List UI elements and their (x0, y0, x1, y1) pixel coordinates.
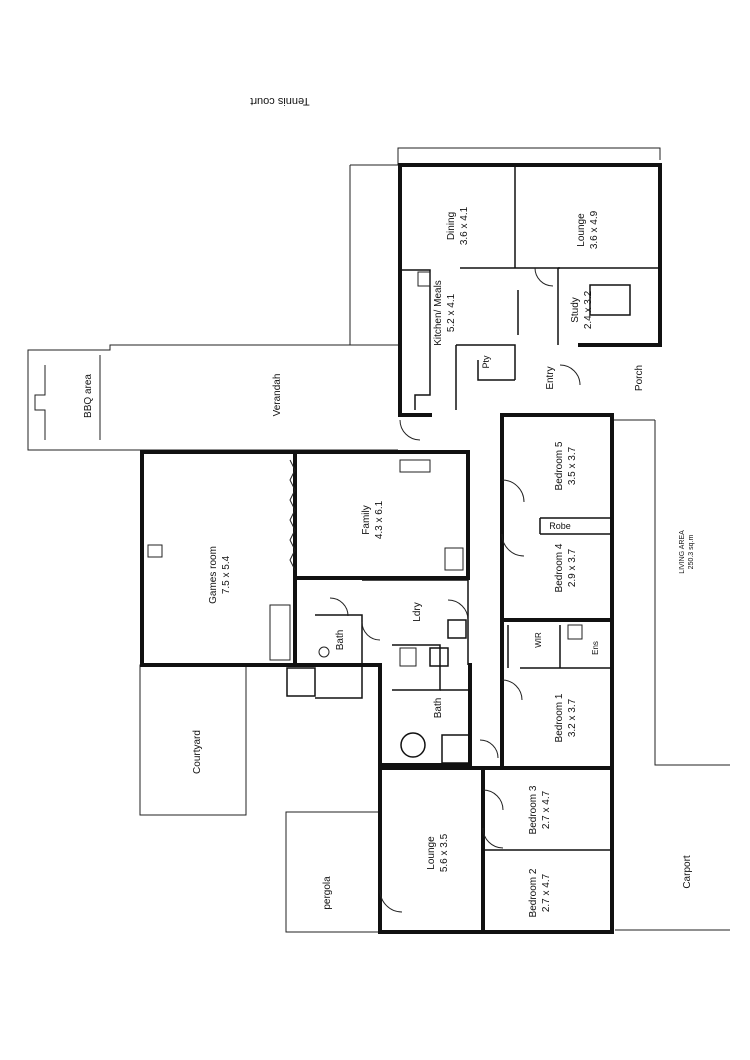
room-size: 2.7 x 4.7 (541, 873, 552, 912)
room-size: 5.6 x 3.5 (439, 833, 450, 872)
room-size: 2.9 x 3.7 (567, 548, 578, 587)
room-name: Games room (208, 546, 219, 604)
fixtures (147, 271, 583, 667)
room-name: Kitchen/ Meals (433, 280, 444, 346)
room-bedroom-3: Bedroom 3 2.7 x 4.7 (528, 785, 552, 834)
ldry-label: Ldry (412, 602, 423, 621)
room-dining: Dining 3.6 x 4.1 (446, 206, 470, 245)
room-bedroom-4: Bedroom 4 2.9 x 3.7 (554, 543, 578, 592)
living-area-size: 250.3 sq.m (688, 535, 695, 570)
room-name: Lounge (576, 213, 587, 247)
pergola-label: pergola (322, 876, 333, 910)
outdoor-areas (27, 147, 730, 933)
room-lounge-top: Lounge 3.6 x 4.9 (576, 210, 600, 249)
room-lounge-bottom: Lounge 5.6 x 3.5 (426, 833, 450, 872)
room-family: Family 4.3 x 6.1 (361, 500, 385, 539)
ens-label: Ens (591, 641, 600, 655)
room-size: 2.4 x 3.2 (583, 290, 594, 329)
verandah-label: Verandah (272, 374, 283, 417)
room-size: 4.3 x 6.1 (374, 500, 385, 539)
area-labels: BBQ area Verandah Courtyard pergola Porc… (83, 355, 695, 910)
room-study: Study 2.4 x 3.2 (570, 290, 594, 329)
room-bedroom-1: Bedroom 1 3.2 x 3.7 (554, 693, 578, 742)
carport-label: Carport (682, 855, 693, 889)
entry-label: Entry (545, 366, 556, 389)
room-size: 7.5 x 5.4 (221, 555, 232, 594)
room-labels: Dining 3.6 x 4.1 Lounge 3.6 x 4.9 Kitche… (208, 206, 600, 917)
room-name: Bedroom 4 (554, 543, 565, 592)
room-name: Bedroom 3 (528, 785, 539, 834)
room-name: Dining (446, 212, 457, 240)
doors (329, 267, 581, 913)
room-games: Games room 7.5 x 5.4 (208, 546, 232, 604)
wir-label: WIR (534, 632, 543, 648)
room-kitchen-meals: Kitchen/ Meals 5.2 x 4.1 (433, 280, 457, 346)
exterior-walls (140, 163, 662, 934)
room-size: 3.2 x 3.7 (567, 698, 578, 737)
room-size: 3.6 x 4.9 (589, 210, 600, 249)
pty-label: Pty (481, 355, 491, 369)
room-name: Bedroom 1 (554, 693, 565, 742)
porch-label: Porch (634, 365, 645, 391)
courtyard-label: Courtyard (192, 730, 203, 774)
robe-label: Robe (549, 521, 571, 531)
room-size: 3.6 x 4.1 (459, 206, 470, 245)
room-size: 2.7 x 4.7 (541, 790, 552, 829)
room-size: 5.2 x 4.1 (446, 293, 457, 332)
tennis-court-label: Tennis court (250, 95, 309, 107)
living-area-label: LIVING AREA (679, 530, 686, 574)
room-name: Study (570, 297, 581, 323)
room-name: Bedroom 5 (554, 441, 565, 490)
bath-1-label: Bath (335, 630, 346, 651)
room-name: Family (361, 505, 372, 534)
room-size: 3.5 x 3.7 (567, 446, 578, 485)
room-name: Lounge (426, 836, 437, 870)
room-bedroom-2: Bedroom 2 2.7 x 4.7 (528, 868, 552, 917)
bbq-area-label: BBQ area (83, 374, 94, 418)
room-bedroom-5: Bedroom 5 3.5 x 3.7 (554, 441, 578, 490)
room-name: Bedroom 2 (528, 868, 539, 917)
bath-2-label: Bath (433, 698, 444, 719)
